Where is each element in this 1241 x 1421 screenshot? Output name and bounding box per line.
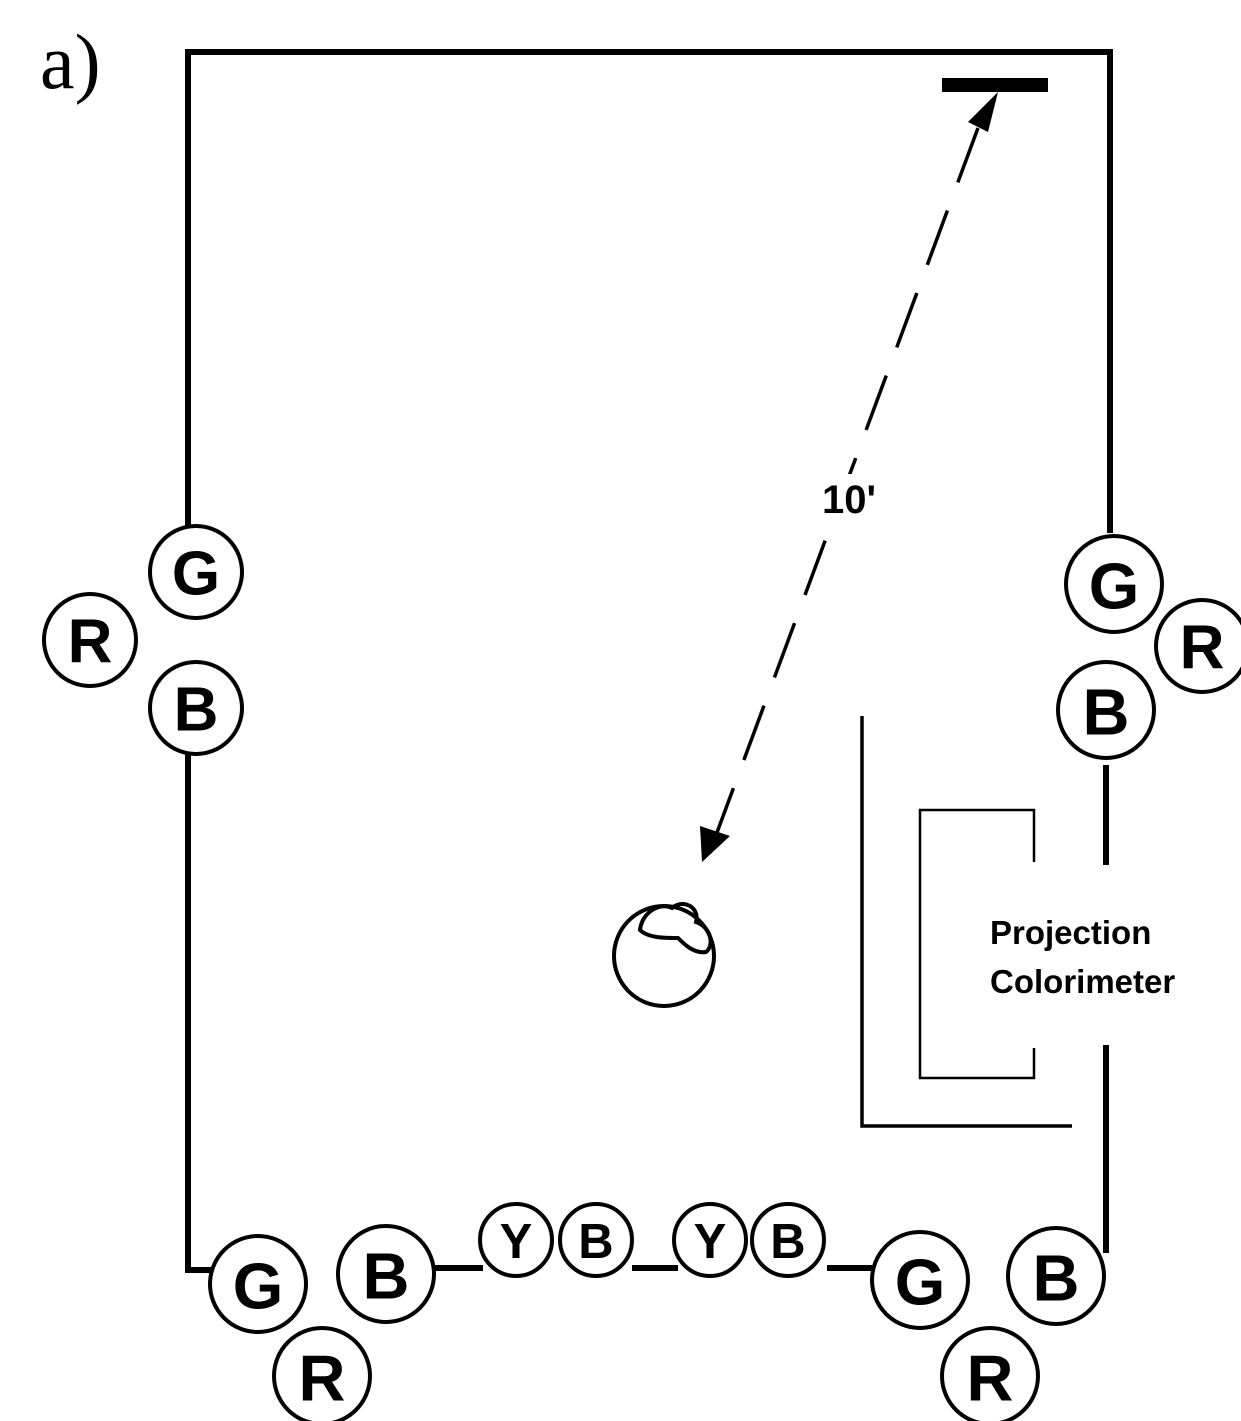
- lamp-r-label: R: [1180, 614, 1225, 683]
- lamp-r-circle: [42, 592, 138, 688]
- lamp-b-circle: [148, 660, 244, 756]
- lamp-g-circle: [208, 1234, 308, 1334]
- lamp-y-circle: [478, 1202, 554, 1278]
- colorimeter-label-line2: Colorimeter: [990, 963, 1175, 1000]
- room-walls: [185, 49, 1113, 1273]
- lamp-b-circle: [336, 1224, 436, 1324]
- panel-label: a): [40, 18, 101, 105]
- lamp-g-label: G: [895, 1246, 946, 1319]
- lamp-b-circle: [1056, 660, 1156, 760]
- lamp-b-label: B: [363, 1240, 410, 1313]
- lamp-b-label: B: [578, 1215, 613, 1269]
- lamp-group-left-wall: GRB: [42, 524, 244, 756]
- arrowhead-up-icon: [968, 92, 998, 132]
- arrowhead-down-icon: [700, 826, 730, 862]
- lamp-g-circle: [870, 1230, 970, 1330]
- lamp-group-bottom-right: G BR: [870, 1226, 1106, 1421]
- colorimeter-label-line1: Projection: [990, 914, 1151, 951]
- lamp-b-circle: [558, 1202, 634, 1278]
- lamp-b-label: B: [770, 1215, 805, 1269]
- lamp-r-circle: [272, 1326, 372, 1421]
- lamp-g-label: G: [172, 540, 220, 609]
- lamp-g-circle: [1064, 534, 1164, 634]
- distance-label: 10': [822, 478, 876, 522]
- lamp-b-label: B: [1033, 1242, 1080, 1315]
- lamp-r-label: R: [68, 608, 113, 677]
- lamp-g-label: G: [233, 1250, 284, 1323]
- lamp-b-circle: [750, 1202, 826, 1278]
- lamp-b-circle: [1006, 1226, 1106, 1326]
- lamp-y-label: Y: [694, 1215, 727, 1269]
- lamp-b-label: B: [174, 676, 219, 745]
- lamp-g-label: G: [1089, 550, 1140, 623]
- lamp-r-label: R: [967, 1342, 1014, 1415]
- lamp-y-circle: [672, 1202, 748, 1278]
- lamp-group-right-wall: GRB: [1056, 534, 1241, 760]
- lamp-y-label: Y: [500, 1215, 533, 1269]
- colorimeter-enclosure: [860, 716, 1072, 1128]
- lamp-r-circle: [940, 1326, 1040, 1421]
- lamp-r-label: R: [299, 1342, 346, 1415]
- observer-head-icon: [612, 902, 716, 1008]
- screen-marker: [942, 78, 1048, 92]
- lamp-r-circle: [1154, 598, 1241, 694]
- lamp-group-bottom-left: G BR: [208, 1224, 436, 1421]
- lamp-b-label: B: [1083, 676, 1130, 749]
- lamp-g-circle: [148, 524, 244, 620]
